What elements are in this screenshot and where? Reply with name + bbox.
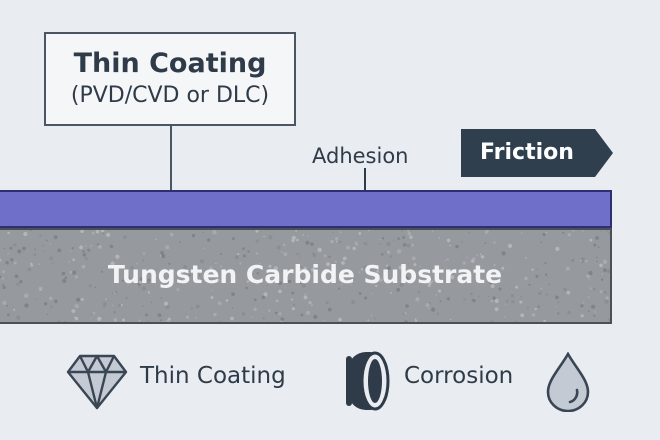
substrate-layer: Tungsten Carbide Substrate <box>0 228 612 324</box>
legend-label-corrosion: Corrosion <box>404 363 514 389</box>
legend-label-thin-coating: Thin Coating <box>140 363 286 389</box>
coating-callout-box: Thin Coating (PVD/CVD or DLC) <box>44 32 296 126</box>
callout-title: Thin Coating <box>73 48 267 79</box>
substrate-label: Tungsten Carbide Substrate <box>107 260 503 289</box>
callout-subtitle: (PVD/CVD or DLC) <box>70 83 270 108</box>
diamond-icon <box>66 354 128 410</box>
cylinder-icon <box>346 351 390 411</box>
substrate-texture <box>0 230 610 322</box>
friction-tag <box>461 129 613 177</box>
adhesion-label: Adhesion <box>312 144 409 168</box>
thin-coating-layer <box>0 190 612 228</box>
friction-label: Friction <box>480 140 574 165</box>
droplet-icon <box>546 352 590 412</box>
callout-leader-line <box>170 126 172 190</box>
